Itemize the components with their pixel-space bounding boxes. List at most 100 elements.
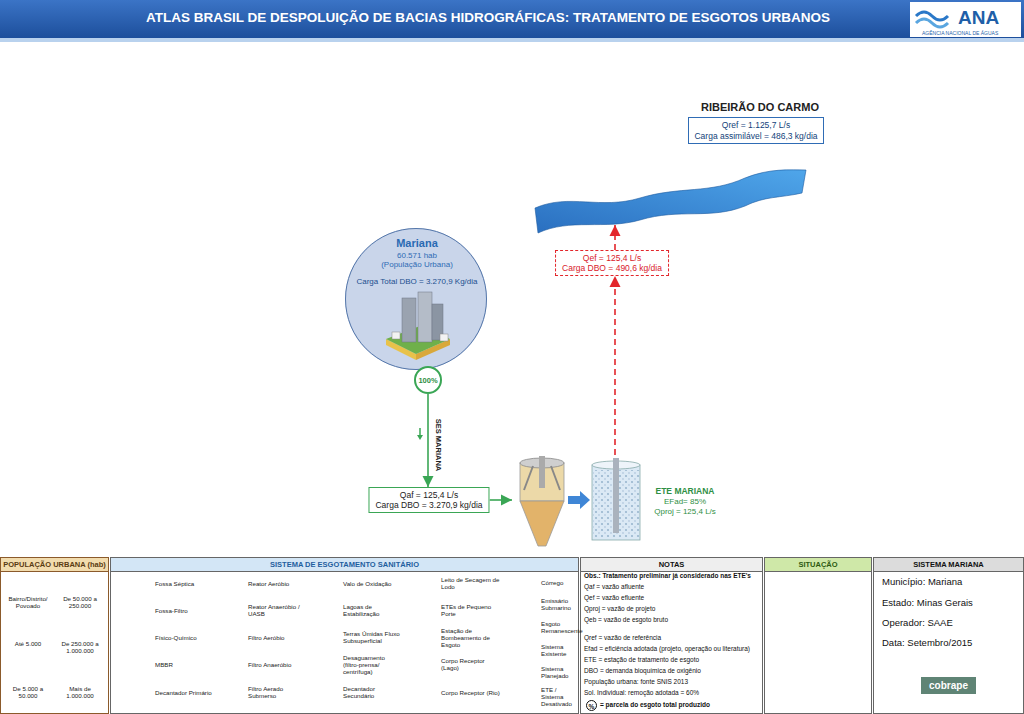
polygon-shape <box>80 586 91 593</box>
legend-text: Físico-Químico <box>155 634 225 641</box>
system-info: Município: Mariana <box>882 576 962 587</box>
legend-text: Sistema Existente <box>541 643 578 657</box>
flow-connector <box>614 225 616 250</box>
polygon-shape <box>17 586 28 593</box>
legend-text: Decantador Primário <box>155 689 225 696</box>
path-shape <box>507 580 535 587</box>
legend-sample <box>414 629 426 644</box>
legend-sample <box>405 658 435 670</box>
rect-shape <box>76 577 80 587</box>
logo-text: ANA <box>958 7 999 29</box>
flow-arrow <box>417 428 423 440</box>
rect-shape <box>309 632 335 643</box>
title-stripe <box>0 38 1024 42</box>
rect-shape <box>29 579 33 587</box>
rect-shape <box>81 624 85 632</box>
rect-shape <box>119 578 145 589</box>
ellipse-shape <box>405 686 435 698</box>
rect-shape <box>224 631 236 644</box>
city-circle: Mariana60.571 hab(População Urbana)Carga… <box>345 228 487 370</box>
note-text: Qref = vazão de referência <box>584 634 661 641</box>
rect-shape <box>119 632 145 643</box>
legend-sample <box>224 602 236 617</box>
rect-shape <box>29 669 33 677</box>
legend-text: Terras Úmidas Fluxo Subsuperficial <box>343 630 401 644</box>
legend-text: Desaguamento (filtro-prensa/ centrífuga) <box>343 654 401 675</box>
legend-sample <box>17 667 39 683</box>
company-logo: cobrape <box>921 677 976 694</box>
rect-shape <box>539 456 545 488</box>
legend-sample <box>506 604 535 605</box>
legend-text: Fossa Séptica <box>155 580 225 587</box>
legend-text: Filtro Anaeróbio <box>248 661 304 668</box>
rect-shape <box>81 669 85 677</box>
rect-shape <box>613 458 619 533</box>
node-text: Carga DBO = 3.270,9 kg/dia <box>375 500 482 510</box>
legend-sample <box>506 627 535 628</box>
rect-shape <box>440 334 448 341</box>
legend-sample <box>119 632 145 643</box>
polygon-shape <box>69 586 80 593</box>
legend-text: ETEs de Pequeno Porte <box>441 603 501 617</box>
legend-sample <box>69 577 91 593</box>
panel-heading: SISTEMA DE ESGOTAMENTO SANITÁRIO <box>111 558 578 572</box>
logo-ground <box>910 2 1021 37</box>
system-info: Operador: SAAE <box>882 617 953 628</box>
legend-sample <box>119 659 145 670</box>
river-shape <box>535 170 806 233</box>
legend-sample <box>224 656 236 671</box>
legend-text: Reator Aeróbio <box>248 580 304 587</box>
rect-shape <box>402 298 416 342</box>
river-node: RIBEIRÃO DO CARMOQref = 1.125,7 L/sCarga… <box>530 98 830 225</box>
legend-sample <box>307 604 337 616</box>
rect-shape <box>309 659 335 670</box>
rect-shape <box>418 292 432 342</box>
polygon-shape <box>17 631 28 638</box>
legend-sample <box>217 578 243 589</box>
node-heading: RIBEIRÃO DO CARMO <box>701 101 819 113</box>
city-circle-fill <box>345 228 487 370</box>
node-text: (População Urbana) <box>381 260 453 269</box>
system-info: Data: Setembro/2015 <box>882 637 972 648</box>
legend-text: Fossa-Filtro <box>155 607 225 614</box>
legend-sample <box>123 686 141 699</box>
legend-text: Corpo Receptor (Rio) <box>441 689 501 696</box>
legend-sample <box>224 684 236 699</box>
legend-text: Estação de Bombeamento de Esgoto <box>441 627 501 648</box>
flow-connector <box>427 394 429 487</box>
rect-shape <box>24 622 28 632</box>
legend-text: Esgoto Remanescente <box>541 620 578 634</box>
rect-shape <box>76 667 80 677</box>
legend-sample <box>506 650 535 651</box>
node-text: Carga Total DBO = 3.270,9 Kg/dia <box>356 277 477 286</box>
rect-shape <box>76 622 80 632</box>
node-text: Qref = 1.125,7 L/s <box>722 120 790 130</box>
line-shape <box>506 695 535 697</box>
legend-sample <box>119 605 145 616</box>
legend-text: Bairro/Distrito/ Povoado <box>3 595 53 609</box>
legend-sample <box>506 672 535 673</box>
system-info: Estado: Minas Gerais <box>882 597 973 608</box>
city-illustration <box>386 292 450 360</box>
node-heading: 100% <box>418 376 437 385</box>
polygon-shape <box>69 671 91 681</box>
legend-text: De 5.000 a 50.000 <box>3 685 53 699</box>
legend-sample <box>407 578 433 589</box>
legend-sample <box>407 605 433 616</box>
rect-shape <box>224 658 236 671</box>
rect-shape <box>24 667 28 677</box>
line-shape <box>506 603 535 605</box>
legend-sample <box>119 578 145 589</box>
polygon-shape <box>17 626 39 636</box>
note-text: Qeb = vazão de esgoto bruto <box>584 616 668 623</box>
note-text: População urbana: fonte SNIS 2013 <box>584 678 688 685</box>
polygon-shape <box>80 631 91 638</box>
polygon-shape <box>28 631 39 638</box>
legend-text: MBBR <box>155 661 225 668</box>
rect-shape <box>24 577 28 587</box>
path-shape <box>916 19 948 27</box>
polygon-shape <box>417 435 423 440</box>
rect-shape <box>119 659 145 670</box>
line-shape <box>419 428 421 436</box>
